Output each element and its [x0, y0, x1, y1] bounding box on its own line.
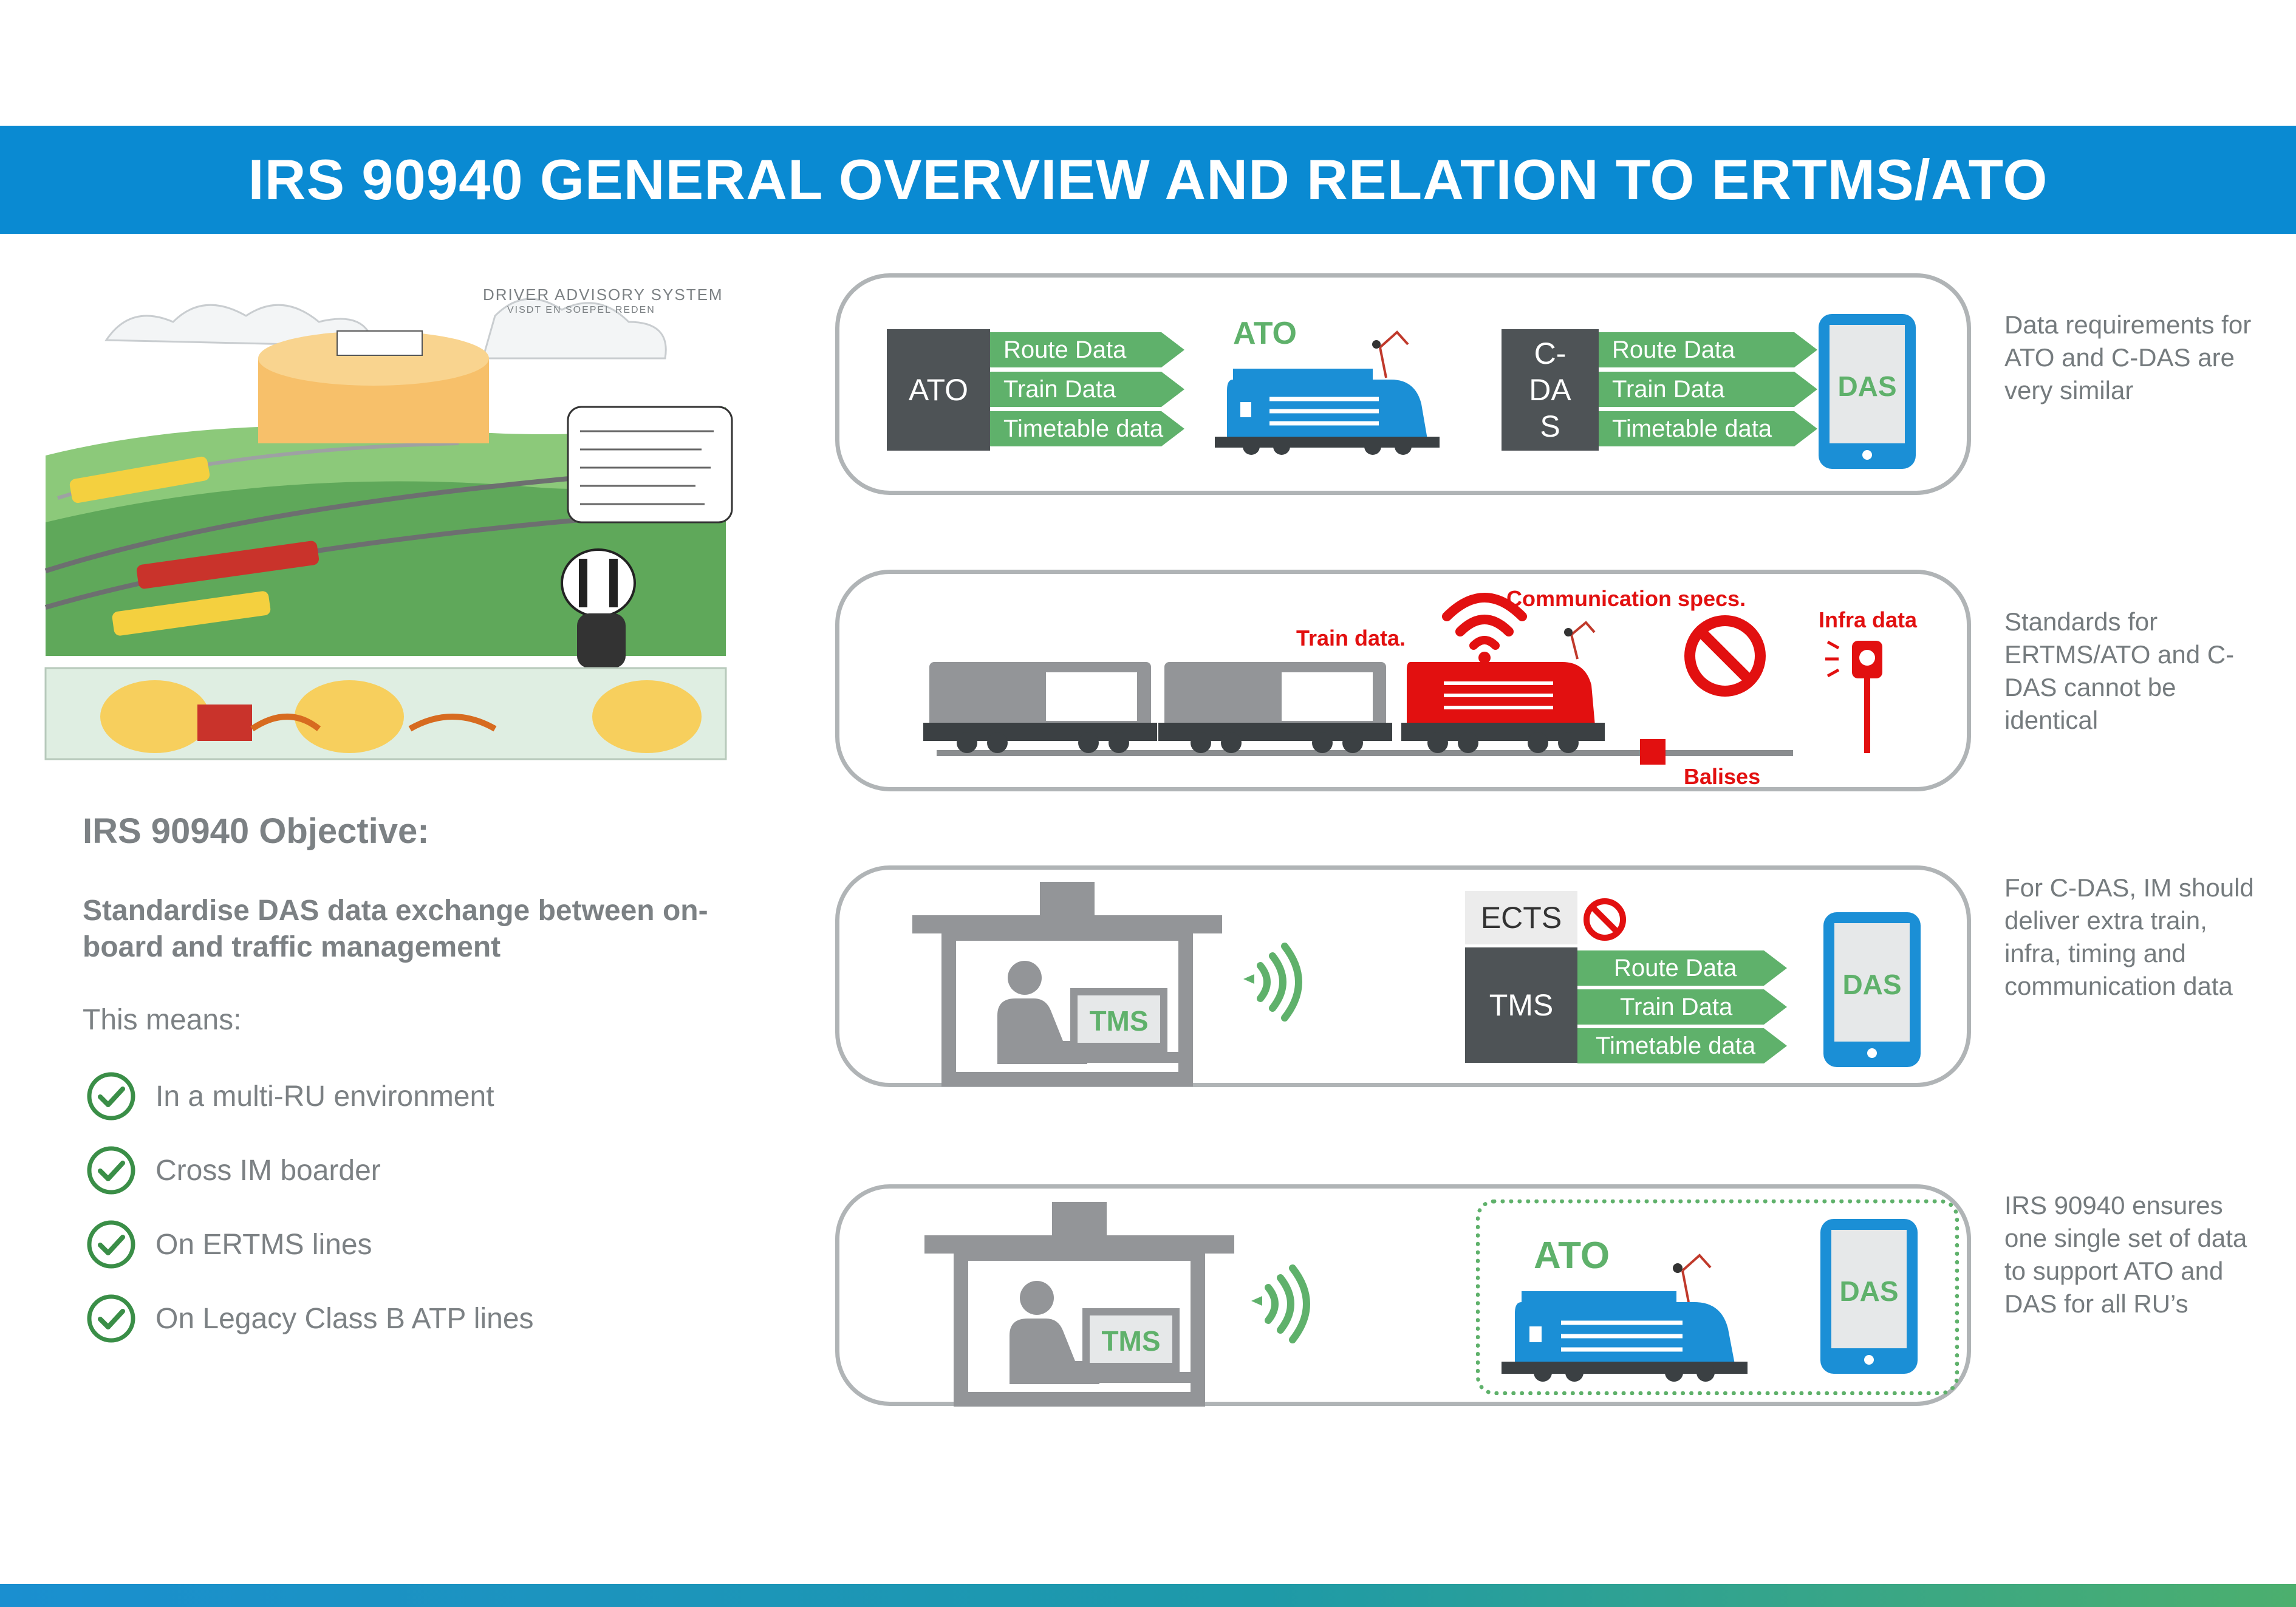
- bullet-text: In a multi-RU environment: [155, 1080, 494, 1113]
- bullet-text: Cross IM boarder: [155, 1154, 381, 1187]
- timetable-data-arrow: Timetable data: [990, 411, 1184, 446]
- das-illustration: DRIVER ADVISORY SYSTEM VISDT EN SOEPEL R…: [33, 267, 738, 765]
- balise-icon: [1640, 739, 1666, 765]
- route-data-arrow: Route Data: [1577, 950, 1787, 986]
- illustration-title: DRIVER ADVISORY SYSTEM: [483, 285, 723, 304]
- route-data-arrow: Route Data: [1599, 332, 1817, 367]
- objective-description: Standardise DAS data exchange between on…: [83, 895, 708, 963]
- ato-train-label: ATO: [1534, 1235, 1610, 1277]
- ects-box: ECTS: [1465, 891, 1577, 944]
- tablet-device: DAS: [1819, 314, 1916, 469]
- wireless-signal-icon: [1251, 1264, 1310, 1343]
- train-data-label: Train data.: [1296, 626, 1406, 650]
- infra-data-label: Infra data: [1819, 607, 1918, 632]
- list-item: On Legacy Class B ATP lines: [85, 1291, 534, 1346]
- das-label: DAS: [1837, 370, 1897, 402]
- panel-cdas-im: TMS ECTS TMS Route Data Train Data Timet…: [835, 865, 1971, 1087]
- list-item: In a multi-RU environment: [85, 1069, 494, 1124]
- header-bar: [0, 126, 2296, 234]
- footer-gradient-bar: [0, 1584, 2296, 1607]
- timetable-data-arrow: Timetable data: [1577, 1028, 1787, 1063]
- check-circle-icon: [87, 1220, 135, 1269]
- signal-icon: [1825, 640, 1882, 753]
- communication-specs-label: Communication specs.: [1506, 586, 1746, 611]
- panel-irs-single-set: TMS ATO DAS: [835, 1184, 1971, 1407]
- das-label: DAS: [1842, 969, 1902, 1000]
- prohibited-icon: [1684, 615, 1766, 697]
- bullet-text: On Legacy Class B ATP lines: [155, 1302, 534, 1335]
- ato-box: ATO: [887, 329, 990, 451]
- check-circle-icon: [87, 1072, 135, 1121]
- objective-title: IRS 90940 Objective:: [83, 811, 429, 851]
- route-data-arrow: Route Data: [990, 332, 1184, 367]
- panel-standards: Communication specs. Train data. Infra d…: [835, 570, 1971, 791]
- panel3-note: For C-DAS, IM should deliver extra train…: [2004, 873, 2254, 1000]
- blue-train-icon: [1215, 330, 1440, 455]
- tablet-device: DAS: [1823, 912, 1921, 1067]
- tms-screen-label: TMS: [1101, 1325, 1161, 1357]
- panel1-note: Data requirements for ATO and C-DAS are …: [2004, 310, 2252, 404]
- train-standards-scene: [923, 593, 1882, 765]
- ato-train-label: ATO: [1233, 316, 1297, 351]
- prohibited-icon: [1584, 898, 1626, 941]
- tablet-device: DAS: [1820, 1219, 1918, 1374]
- dotted-group-frame: [1476, 1199, 1959, 1395]
- das-label: DAS: [1839, 1275, 1899, 1307]
- illustration-drawing: [44, 298, 733, 760]
- blue-train-icon: [1502, 1254, 1748, 1382]
- train-data-arrow: Train Data: [1577, 989, 1787, 1025]
- panel-ato-cdas: ATO Route Data Train Data Timetable data…: [835, 273, 1971, 495]
- means-label: This means:: [83, 1004, 242, 1036]
- tms-screen-label: TMS: [1089, 1005, 1149, 1037]
- list-item: Cross IM boarder: [85, 1143, 381, 1198]
- list-item: On ERTMS lines: [85, 1217, 372, 1272]
- panel2-note: Standards for ERTMS/ATO and C-DAS cannot…: [2004, 607, 2235, 734]
- control-center-icon: [912, 882, 1222, 1087]
- balises-label: Balises: [1684, 764, 1761, 789]
- check-circle-icon: [87, 1294, 135, 1343]
- control-center-icon: [924, 1202, 1234, 1407]
- wireless-signal-icon: [1442, 593, 1527, 664]
- bullet-text: On ERTMS lines: [155, 1228, 372, 1261]
- wireless-signal-icon: [1243, 943, 1302, 1022]
- illustration-subtitle: VISDT EN SOEPEL REDEN: [507, 305, 655, 315]
- train-data-arrow: Train Data: [990, 372, 1184, 407]
- page-title: IRS 90940 GENERAL OVERVIEW AND RELATION …: [248, 148, 2048, 211]
- tms-box: TMS: [1465, 947, 1577, 1063]
- timetable-data-arrow: Timetable data: [1599, 411, 1817, 446]
- train-data-arrow: Train Data: [1599, 372, 1817, 407]
- panel4-note: IRS 90940 ensures one single set of data…: [2004, 1191, 2247, 1318]
- check-circle-icon: [87, 1146, 135, 1195]
- cdas-box: C-DAS: [1502, 329, 1599, 451]
